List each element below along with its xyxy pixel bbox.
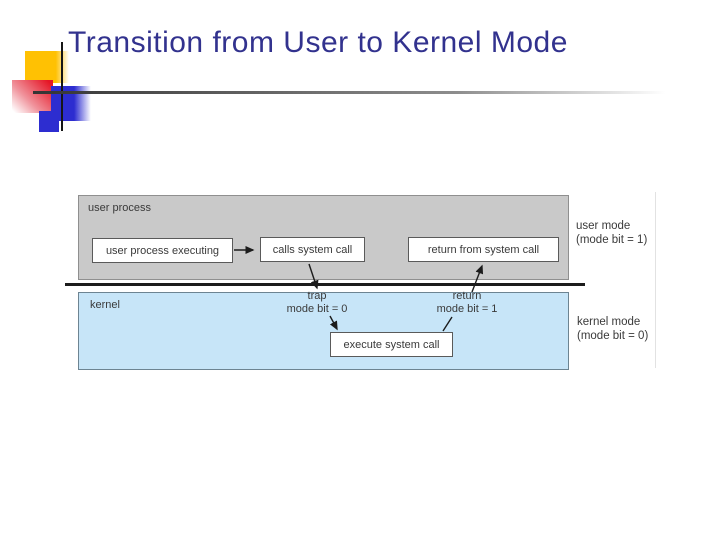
decoration-vertical-line bbox=[61, 42, 63, 131]
box-execute-system-call: execute system call bbox=[330, 332, 453, 357]
decoration-blue-square-small bbox=[39, 111, 59, 132]
kernel-mode-label: kernel mode (mode bit = 0) bbox=[577, 315, 648, 343]
trap-label-line2: mode bit = 0 bbox=[286, 303, 348, 315]
return-label-line2: mode bit = 1 bbox=[436, 303, 498, 315]
user-process-band-label: user process bbox=[88, 202, 151, 214]
box-user-process-executing: user process executing bbox=[92, 238, 233, 263]
return-label-line1: return bbox=[452, 290, 482, 302]
trap-label-line1: trap bbox=[307, 290, 327, 302]
box-return-from-system-call: return from system call bbox=[408, 237, 559, 262]
return-label: return mode bit = 1 bbox=[422, 290, 512, 316]
slide-title: Transition from User to Kernel Mode bbox=[68, 26, 568, 59]
figure-edge-line bbox=[655, 192, 656, 368]
trap-label: trap mode bit = 0 bbox=[272, 290, 362, 316]
user-mode-label-line1: user mode bbox=[576, 220, 631, 232]
kernel-band-label: kernel bbox=[90, 299, 120, 311]
box-calls-system-call: calls system call bbox=[260, 237, 365, 262]
decoration-red-square bbox=[12, 80, 53, 113]
kernel-band bbox=[78, 292, 569, 370]
user-mode-label: user mode (mode bit = 1) bbox=[576, 219, 647, 247]
kernel-mode-label-line1: kernel mode bbox=[577, 316, 641, 328]
title-underline bbox=[33, 91, 685, 94]
mode-separator-line bbox=[65, 283, 585, 286]
user-mode-label-line2: (mode bit = 1) bbox=[576, 234, 648, 246]
kernel-mode-label-line2: (mode bit = 0) bbox=[577, 330, 649, 342]
